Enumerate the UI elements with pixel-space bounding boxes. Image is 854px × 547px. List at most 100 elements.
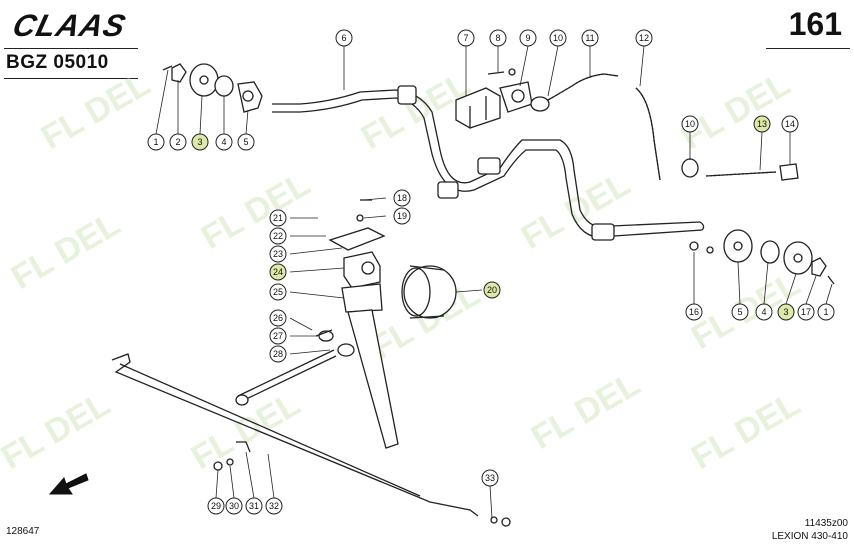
watermark: FL DEL bbox=[685, 385, 807, 477]
callout-1: 1 bbox=[147, 133, 165, 151]
svg-text:25: 25 bbox=[273, 287, 283, 297]
model-label: LEXION 430-410 bbox=[771, 531, 848, 542]
svg-text:10: 10 bbox=[553, 33, 563, 43]
footer-left-number: 128647 bbox=[6, 526, 40, 537]
callout-22: 22 bbox=[269, 227, 287, 245]
callout-30: 30 bbox=[225, 497, 243, 515]
watermark: FL DEL bbox=[195, 165, 317, 257]
left-bearing-assembly bbox=[162, 63, 263, 113]
callout-21: 21 bbox=[269, 209, 287, 227]
svg-text:10: 10 bbox=[685, 119, 695, 129]
svg-text:9: 9 bbox=[525, 33, 530, 43]
svg-text:6: 6 bbox=[341, 33, 346, 43]
callout-20: 20 bbox=[483, 281, 501, 299]
callout-balloons: 1 2 3 4 5 6 7 8 9 10 11 12 10 13 14 18 1… bbox=[147, 29, 835, 515]
svg-text:27: 27 bbox=[273, 331, 283, 341]
watermark: FL DEL bbox=[525, 365, 647, 457]
svg-text:18: 18 bbox=[397, 193, 407, 203]
svg-text:16: 16 bbox=[689, 307, 699, 317]
svg-text:7: 7 bbox=[463, 33, 468, 43]
callout-3: 3 bbox=[777, 303, 795, 321]
callout-23: 23 bbox=[269, 245, 287, 263]
svg-text:4: 4 bbox=[221, 137, 226, 147]
svg-text:17: 17 bbox=[801, 307, 811, 317]
svg-text:12: 12 bbox=[639, 33, 649, 43]
svg-text:22: 22 bbox=[273, 231, 283, 241]
callout-24: 24 bbox=[269, 263, 287, 281]
leader-lines bbox=[155, 45, 833, 519]
bracket-stack bbox=[328, 199, 457, 319]
right-hose-assembly bbox=[681, 158, 799, 181]
callout-17: 17 bbox=[797, 303, 815, 321]
callout-12: 12 bbox=[635, 29, 653, 47]
callout-1: 1 bbox=[817, 303, 835, 321]
support-bracket bbox=[455, 68, 533, 129]
svg-text:3: 3 bbox=[197, 137, 202, 147]
right-bearing-assembly bbox=[689, 229, 835, 285]
long-rod bbox=[111, 353, 511, 527]
callout-27: 27 bbox=[269, 327, 287, 345]
svg-text:13: 13 bbox=[757, 119, 767, 129]
svg-text:32: 32 bbox=[269, 501, 279, 511]
callout-5: 5 bbox=[237, 133, 255, 151]
callout-4: 4 bbox=[215, 133, 233, 151]
callout-14: 14 bbox=[781, 115, 799, 133]
svg-text:5: 5 bbox=[737, 307, 742, 317]
svg-text:2: 2 bbox=[175, 137, 180, 147]
header-rule-left bbox=[4, 48, 138, 49]
svg-text:26: 26 bbox=[273, 313, 283, 323]
callout-18: 18 bbox=[393, 189, 411, 207]
callout-4: 4 bbox=[755, 303, 773, 321]
callout-10: 10 bbox=[681, 115, 699, 133]
watermark: FL DEL bbox=[35, 65, 157, 157]
svg-text:11: 11 bbox=[585, 33, 594, 43]
callout-8: 8 bbox=[489, 29, 507, 47]
svg-text:1: 1 bbox=[823, 307, 828, 317]
corrugated-hoses bbox=[530, 73, 661, 181]
svg-text:20: 20 bbox=[487, 285, 497, 295]
arrow-down-left-icon bbox=[48, 473, 89, 495]
svg-text:33: 33 bbox=[485, 473, 495, 483]
svg-text:31: 31 bbox=[249, 501, 259, 511]
watermark: FL DEL bbox=[0, 385, 117, 477]
callout-10: 10 bbox=[549, 29, 567, 47]
logo-text: CLAAS bbox=[9, 8, 129, 42]
callout-33: 33 bbox=[481, 469, 499, 487]
callout-11: 11 bbox=[581, 29, 599, 47]
svg-text:14: 14 bbox=[785, 119, 795, 129]
svg-text:28: 28 bbox=[273, 349, 283, 359]
svg-text:23: 23 bbox=[273, 249, 283, 259]
svg-text:24: 24 bbox=[273, 267, 283, 277]
callout-6: 6 bbox=[335, 29, 353, 47]
main-shaft bbox=[272, 85, 705, 241]
callout-32: 32 bbox=[265, 497, 283, 515]
callout-16: 16 bbox=[685, 303, 703, 321]
callout-25: 25 bbox=[269, 283, 287, 301]
svg-text:4: 4 bbox=[761, 307, 766, 317]
callout-28: 28 bbox=[269, 345, 287, 363]
svg-text:29: 29 bbox=[211, 501, 221, 511]
header-rule-right bbox=[766, 48, 850, 49]
callout-19: 19 bbox=[393, 207, 411, 225]
svg-text:5: 5 bbox=[243, 137, 248, 147]
callout-26: 26 bbox=[269, 309, 287, 327]
drawing-reference: 11435z00 bbox=[804, 518, 848, 529]
callout-7: 7 bbox=[457, 29, 475, 47]
svg-text:19: 19 bbox=[397, 211, 407, 221]
svg-text:8: 8 bbox=[495, 33, 500, 43]
watermark: FL DEL bbox=[675, 65, 797, 157]
svg-text:3: 3 bbox=[783, 307, 788, 317]
callout-2: 2 bbox=[169, 133, 187, 151]
watermark: FL DEL bbox=[5, 205, 127, 297]
svg-text:21: 21 bbox=[273, 213, 283, 223]
callout-9: 9 bbox=[519, 29, 537, 47]
diagram-code: BGZ 05010 bbox=[6, 52, 109, 73]
lever-arm bbox=[235, 309, 399, 449]
callout-5: 5 bbox=[731, 303, 749, 321]
callout-3: 3 bbox=[191, 133, 209, 151]
svg-text:30: 30 bbox=[229, 501, 239, 511]
svg-text:1: 1 bbox=[153, 137, 158, 147]
page-number: 161 bbox=[788, 6, 842, 42]
